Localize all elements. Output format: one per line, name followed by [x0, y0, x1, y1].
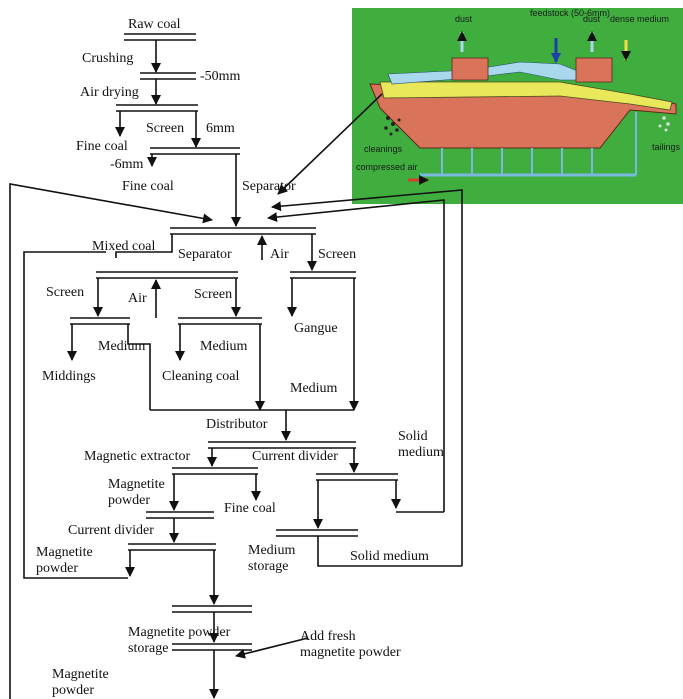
label-crushing: Crushing: [82, 51, 133, 66]
cleanings-pile-icon: [384, 116, 401, 136]
label-separator-1: Separator: [242, 179, 296, 194]
line-medium-left: [127, 324, 151, 410]
line-solid-medium-2: [317, 536, 462, 567]
inset-label-cleanings: cleanings: [364, 144, 403, 154]
dust-hood-left: [451, 57, 489, 81]
label-current-divider-1: Current divider: [252, 449, 338, 464]
separator-illustration: dust feedstock (50-6mm) dust dense mediu…: [352, 8, 683, 204]
feedback-right-inner: [267, 199, 445, 512]
label-screen-3: Screen: [46, 285, 84, 300]
label-air-drying: Air drying: [80, 85, 139, 100]
label-fine-coal-3: Fine coal: [224, 501, 276, 516]
inset-pointer-arrow: [277, 93, 383, 195]
inset-label-dust-left: dust: [455, 14, 473, 24]
label-mixed-coal: Mixed coal: [92, 239, 155, 254]
label-air-1: Air: [270, 247, 289, 262]
label-air-2: Air: [128, 291, 147, 306]
label-medium-1: Medium: [98, 339, 146, 354]
label-solid-medium-2: Solid medium: [350, 549, 429, 564]
tailings-pile-icon: [658, 116, 670, 132]
label-middings: Middings: [42, 369, 96, 384]
label-gangue: Gangue: [294, 321, 338, 336]
label-fine-coal-2: Fine coal: [122, 179, 174, 194]
feedback-right-outer: [271, 189, 463, 566]
dense-medium-bed: [379, 81, 673, 111]
label-separator-2: Separator: [178, 247, 232, 262]
recycle-loop-left: [23, 251, 128, 579]
inset-label-dense-medium: dense medium: [610, 14, 669, 24]
label-minus-6mm: -6mm: [110, 157, 144, 172]
label-screen-2: Screen: [318, 247, 356, 262]
inset-label-compressed-air: compressed air: [356, 162, 418, 172]
inset-label-feedstock: feedstock (50-6mm): [530, 8, 610, 18]
label-raw-coal: Raw coal: [128, 17, 181, 32]
inset-label-tailings: tailings: [652, 142, 681, 152]
label-cleaning-coal: Cleaning coal: [162, 369, 239, 384]
label-fine-coal-1: Fine coal: [76, 139, 128, 154]
label-screen-1: Screen: [146, 121, 184, 136]
feedback-left-loop: [9, 183, 213, 699]
label-screen-4: Screen: [194, 287, 232, 302]
inset-label-dust-right: dust: [583, 14, 601, 24]
label-medium-2: Medium: [200, 339, 248, 354]
label-minus-50mm: -50mm: [200, 69, 241, 84]
label-current-divider-2: Current divider: [68, 523, 154, 538]
arrow-mixed-coal: [115, 234, 173, 258]
label-medium-3: Medium: [290, 381, 338, 396]
label-magnetic-extractor: Magnetic extractor: [84, 449, 190, 464]
label-distributor: Distributor: [206, 417, 268, 432]
dust-hood-right: [575, 57, 613, 83]
label-6mm: 6mm: [206, 121, 235, 136]
arrow-add-fresh: [235, 637, 309, 659]
